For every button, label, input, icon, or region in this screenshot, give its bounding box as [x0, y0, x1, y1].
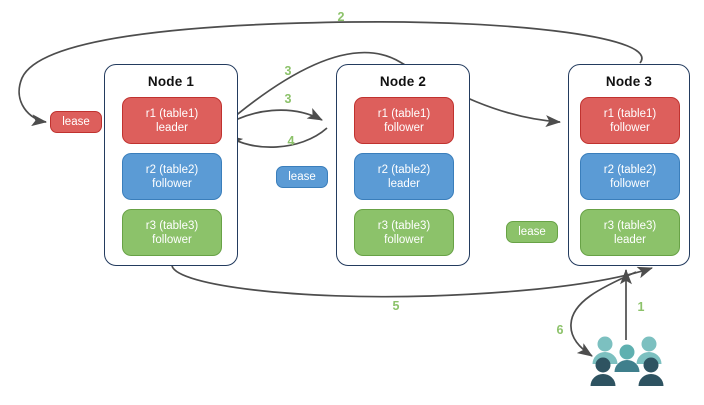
replica-line2: follower — [152, 177, 192, 190]
replica-line2: leader — [614, 233, 646, 246]
node-container-node3[interactable]: Node 3 r1 (table1) follower r2 (table2) … — [568, 64, 690, 266]
replica-line1: r3 (table3) — [377, 219, 431, 232]
replica-line2: follower — [152, 233, 192, 246]
edge-5-path — [171, 265, 653, 298]
replica-line2: leader — [156, 121, 188, 134]
replica-line2: leader — [388, 177, 420, 190]
replica-line2: follower — [610, 177, 650, 190]
replica-line2: follower — [384, 121, 424, 134]
node-container-node2[interactable]: Node 2 r1 (table1) follower r2 (table2) … — [336, 64, 470, 266]
replica-line1: r3 (table3) — [603, 219, 657, 232]
replica-line1: r1 (table1) — [603, 107, 657, 120]
replica-n2r2[interactable]: r2 (table2) leader — [354, 153, 454, 200]
replica-line1: r2 (table2) — [145, 163, 199, 176]
edge-label-5: 5 — [392, 299, 400, 313]
edge-label-3-lower: 3 — [284, 92, 292, 106]
replica-n3r2[interactable]: r2 (table2) follower — [580, 153, 680, 200]
replica-n3r1[interactable]: r1 (table1) follower — [580, 97, 680, 144]
edge-4-path — [227, 127, 328, 149]
node-container-node1[interactable]: Node 1 r1 (table1) leader r2 (table2) fo… — [104, 64, 238, 266]
lease-badge-green[interactable]: lease — [506, 221, 558, 243]
edge-label-4: 4 — [287, 134, 295, 148]
replica-n1r3[interactable]: r3 (table3) follower — [122, 209, 222, 256]
replica-n1r1[interactable]: r1 (table1) leader — [122, 97, 222, 144]
node-title: Node 3 — [605, 74, 653, 89]
replica-n2r1[interactable]: r1 (table1) follower — [354, 97, 454, 144]
edge-label-6: 6 — [556, 323, 564, 337]
lease-badge-red[interactable]: lease — [50, 111, 102, 133]
node-title: Node 1 — [147, 74, 195, 89]
replica-line1: r1 (table1) — [145, 107, 199, 120]
replica-line1: r3 (table3) — [145, 219, 199, 232]
replica-line1: r1 (table1) — [377, 107, 431, 120]
replica-line2: follower — [610, 121, 650, 134]
replica-n2r3[interactable]: r3 (table3) follower — [354, 209, 454, 256]
lease-badge-blue[interactable]: lease — [276, 166, 328, 188]
replica-line1: r2 (table2) — [377, 163, 431, 176]
edge-label-3-upper: 3 — [284, 64, 292, 78]
node-title: Node 2 — [379, 74, 427, 89]
edge-label-1: 1 — [637, 300, 645, 314]
replica-line1: r2 (table2) — [603, 163, 657, 176]
users-icon — [590, 336, 664, 386]
replica-n3r3[interactable]: r3 (table3) leader — [580, 209, 680, 256]
replica-line2: follower — [384, 233, 424, 246]
edge-label-2: 2 — [337, 10, 345, 24]
replica-n1r2[interactable]: r2 (table2) follower — [122, 153, 222, 200]
